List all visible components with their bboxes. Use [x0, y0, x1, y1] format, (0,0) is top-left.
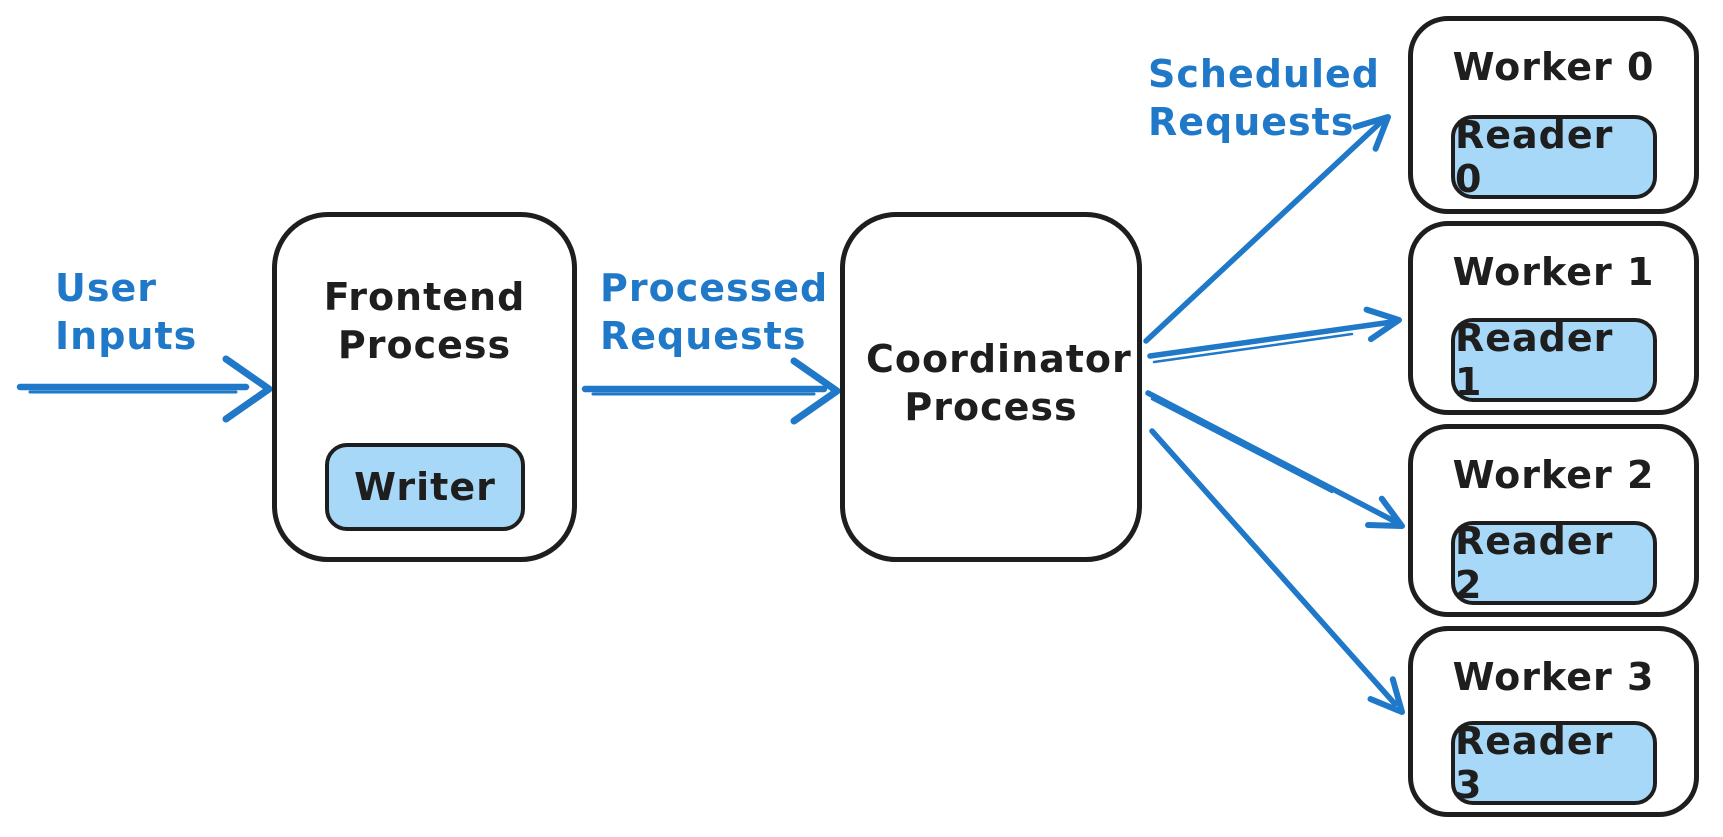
- scheduled-arrow-worker-0: [1143, 114, 1391, 344]
- coordinator-process-title: Coordinator Process: [866, 337, 1132, 429]
- user-inputs-arrow: [16, 355, 273, 423]
- reader-1-box: Reader 1: [1451, 316, 1657, 404]
- reader-2-box: Reader 2: [1451, 519, 1657, 607]
- worker-0-title: Worker 0: [1452, 45, 1655, 89]
- worker-3-title: Worker 3: [1452, 655, 1655, 699]
- user-inputs-label: User Inputs: [55, 266, 198, 358]
- coordinator-process-box: Coordinator Process: [840, 212, 1142, 562]
- scheduled-arrow-worker-1: [1147, 306, 1402, 364]
- frontend-process-box: Frontend Process Writer: [272, 212, 577, 562]
- worker-2-title: Worker 2: [1452, 453, 1655, 497]
- writer-box: Writer: [325, 443, 525, 531]
- reader-3-box: Reader 3: [1451, 719, 1657, 807]
- worker-1-title: Worker 1: [1452, 250, 1655, 294]
- worker-1-box: Worker 1 Reader 1: [1408, 221, 1699, 415]
- scheduled-arrow-worker-3: [1149, 428, 1405, 715]
- worker-0-box: Worker 0 Reader 0: [1408, 16, 1699, 214]
- processed-requests-arrow: [581, 357, 841, 425]
- worker-3-box: Worker 3 Reader 3: [1408, 626, 1699, 817]
- worker-2-box: Worker 2 Reader 2: [1408, 424, 1699, 617]
- scheduled-arrow-worker-2: [1145, 390, 1405, 529]
- processed-requests-label: Processed Requests: [600, 266, 829, 358]
- reader-0-box: Reader 0: [1451, 113, 1657, 201]
- scheduled-requests-label: Scheduled Requests: [1148, 52, 1380, 144]
- frontend-process-title: Frontend Process: [323, 275, 526, 367]
